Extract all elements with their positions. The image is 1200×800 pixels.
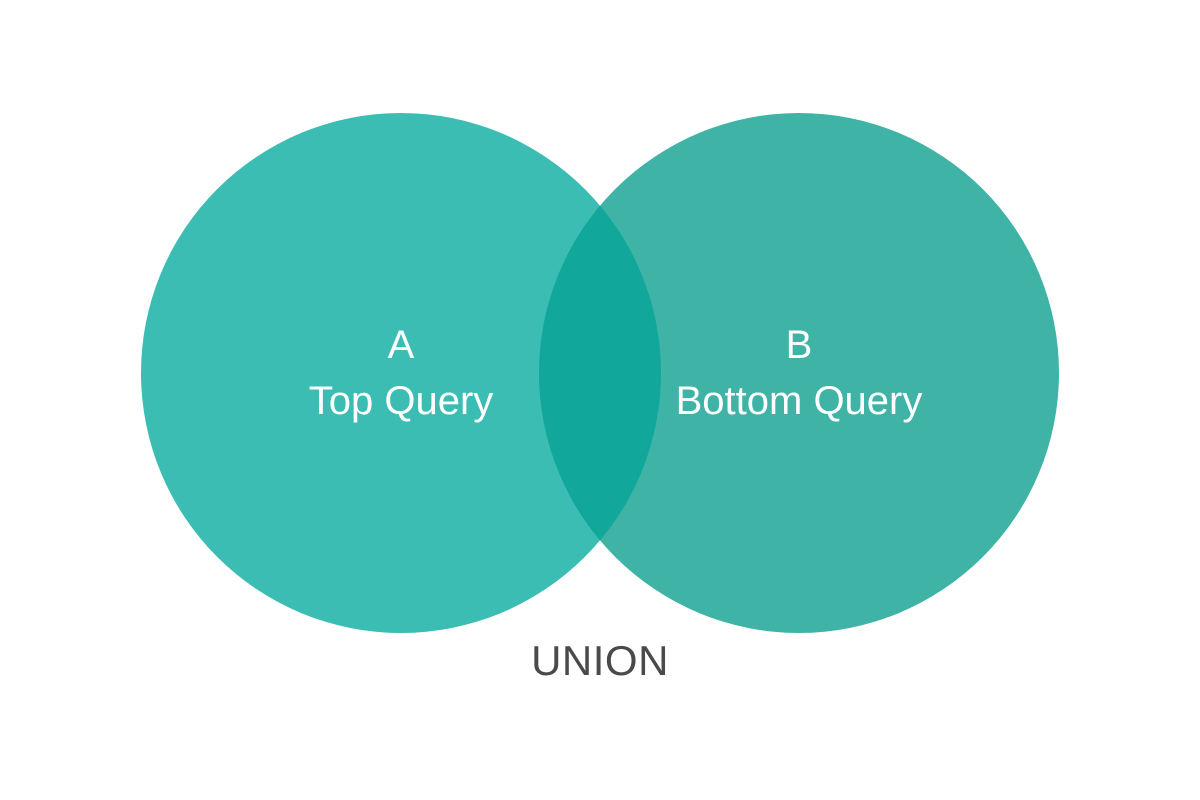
set-a-set-label: A [388, 323, 415, 367]
set-a-circle[interactable] [141, 113, 661, 633]
set-b-circle[interactable] [539, 113, 1059, 633]
set-b-name-label: Bottom Query [676, 379, 923, 423]
diagram-caption: UNION [531, 637, 669, 684]
set-b-set-label: B [786, 323, 813, 367]
set-a-name-label: Top Query [309, 379, 494, 423]
